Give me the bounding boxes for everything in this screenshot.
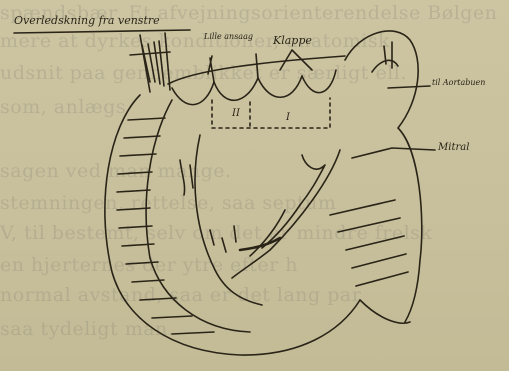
heart-left-wall xyxy=(105,95,360,355)
mitral-label: Mitral xyxy=(438,142,469,153)
title-label: Overledskning fra venstre xyxy=(14,14,160,27)
ventricle-interior xyxy=(180,135,340,305)
leader-mitral xyxy=(352,148,435,158)
septum-region xyxy=(212,98,330,128)
cusp-numeral-2: II xyxy=(232,108,240,119)
valve-cusps xyxy=(168,54,345,105)
cusps-label: Klappe xyxy=(273,34,312,47)
leader-aortabuen xyxy=(388,86,430,88)
right-atrium xyxy=(330,31,422,323)
left-coronary-label: Lille ansaag xyxy=(204,32,253,41)
aorta-wall xyxy=(130,33,170,92)
aortabuen-label: til Aortabuen xyxy=(432,78,485,87)
title-underline xyxy=(14,30,190,33)
cusp-numeral-1: I xyxy=(286,112,290,123)
